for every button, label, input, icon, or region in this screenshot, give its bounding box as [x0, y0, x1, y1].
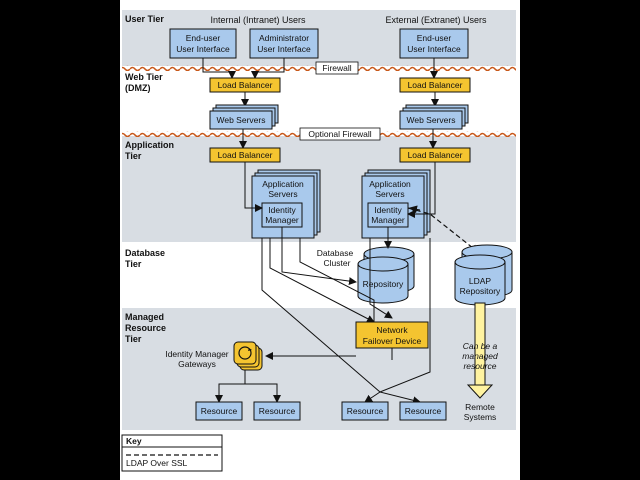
network-failover-line1: Network [376, 325, 408, 335]
app-servers-internal-line2: Servers [268, 189, 297, 199]
web-servers-external: Web Servers [399, 104, 469, 130]
tier-label-application-2: Tier [125, 151, 142, 161]
tier-label-database: Database [125, 248, 165, 258]
managed-note-line1: Can be a [463, 341, 498, 351]
database-repository-label: Repository [363, 279, 404, 289]
admin-ui-box: Administrator User Interface [249, 28, 319, 59]
resource-3: Resource [341, 401, 389, 421]
gateways-line2: Gateways [178, 359, 216, 369]
gateways-line1: Identity Manager [165, 349, 228, 359]
app-servers-internal: Application Servers Identity Manager [251, 169, 321, 239]
tier-label-user: User Tier [125, 14, 164, 24]
external-users-heading: External (Extranet) Users [385, 15, 487, 25]
line-idm-external-to-failover [369, 238, 393, 319]
ldap-repository: LDAP Repository [454, 244, 513, 306]
identity-manager-external-line2: Manager [371, 215, 405, 225]
legend-ldap-label: LDAP Over SSL [126, 458, 188, 468]
tier-label-resource: Resource [125, 323, 166, 333]
line-idm-internal-to-failover-2 [299, 238, 375, 322]
arrow-gateway-to-resource-1 [215, 370, 246, 403]
ldap-repository-line1: LDAP [469, 276, 492, 286]
managed-resource-arrow [466, 302, 494, 399]
app-servers-external: Application Servers Identity Manager [361, 169, 431, 239]
arrow-gateway-to-resource-2 [245, 383, 281, 403]
resource-3-label: Resource [347, 406, 384, 416]
identity-manager-gateways [233, 341, 263, 371]
gateway-cycle-icon [238, 346, 252, 360]
web-load-balancer-internal: Load Balancer [209, 77, 281, 93]
enduser-ui-line2: User Interface [176, 44, 230, 54]
arrow-applb-to-idm-internal [244, 162, 263, 212]
arrow-enduser-to-lb [202, 58, 236, 79]
tier-label-tier: Tier [125, 334, 142, 344]
database-tier-band [122, 242, 516, 308]
admin-ui-line2: User Interface [257, 44, 311, 54]
internal-users-heading: Internal (Intranet) Users [210, 15, 306, 25]
resource-1: Resource [195, 401, 243, 421]
resource-2: Resource [253, 401, 301, 421]
resource-2-label: Resource [259, 406, 296, 416]
legend-key: Key LDAP Over SSL [121, 434, 223, 472]
tier-label-web-dmz: (DMZ) [125, 83, 151, 93]
firewall-label-box [315, 61, 359, 75]
tier-label-web: Web Tier [125, 72, 163, 82]
arrow-to-resource-4 [379, 391, 421, 405]
firewall-label: Firewall [322, 63, 351, 73]
app-servers-external-line2: Servers [375, 189, 404, 199]
managed-resource-tier-band [122, 308, 516, 430]
web-servers-internal: Web Servers [209, 104, 279, 130]
tier-label-managed: Managed [125, 312, 164, 322]
ext-enduser-ui-line2: User Interface [407, 44, 461, 54]
enduser-ui-box: End-user User Interface [169, 28, 237, 59]
enduser-ui-line1: End-user [186, 33, 221, 43]
managed-note-line2: managed [462, 351, 498, 361]
identity-manager-external-line1: Identity [374, 205, 402, 215]
web-servers-external-label: Web Servers [407, 115, 456, 125]
arrow-admin-to-lb [251, 58, 285, 79]
remote-systems-line1: Remote [465, 402, 495, 412]
line-idm-internal-to-failover [269, 238, 375, 323]
web-load-balancer-external: Load Balancer [399, 77, 471, 93]
database-cluster-line1: Database [317, 248, 354, 258]
database-cluster: Repository [357, 246, 415, 304]
app-load-balancer-external: Load Balancer [399, 147, 471, 163]
app-servers-internal-line1: Application [262, 179, 304, 189]
web-servers-internal-label: Web Servers [217, 115, 266, 125]
ldap-return-arrowhead [409, 205, 421, 214]
resource-4-label: Resource [405, 406, 442, 416]
identity-manager-external [367, 202, 409, 228]
app-servers-external-line1: Application [369, 179, 411, 189]
ext-enduser-ui-line1: End-user [417, 33, 452, 43]
identity-manager-internal-line2: Manager [265, 215, 299, 225]
app-lb-internal-label: Load Balancer [218, 150, 273, 160]
database-cluster-line2: Cluster [324, 258, 351, 268]
resource-4: Resource [399, 401, 447, 421]
arrow-idm-internal-to-db [281, 227, 357, 286]
network-failover-device: Network Failover Device [355, 321, 429, 349]
tier-label-application: Application [125, 140, 174, 150]
network-failover-line2: Failover Device [363, 336, 422, 346]
ldap-repository-line2: Repository [460, 286, 501, 296]
legend-title: Key [126, 436, 142, 446]
remote-systems-line2: Systems [464, 412, 497, 422]
optional-firewall-label-box [299, 127, 381, 141]
identity-manager-internal-line1: Identity [268, 205, 296, 215]
web-lb-internal-label: Load Balancer [218, 80, 273, 90]
admin-ui-line1: Administrator [259, 33, 309, 43]
managed-note-line3: resource [463, 361, 496, 371]
app-lb-external-label: Load Balancer [408, 150, 463, 160]
line-idm-internal-to-resources [261, 238, 381, 393]
app-load-balancer-internal: Load Balancer [209, 147, 281, 163]
web-lb-external-label: Load Balancer [408, 80, 463, 90]
ext-enduser-ui-box: End-user User Interface [399, 28, 469, 59]
arrow-to-resource-3 [364, 391, 381, 403]
optional-firewall-label: Optional Firewall [308, 129, 371, 139]
line-idm-external-to-resources [379, 238, 431, 393]
resource-1-label: Resource [201, 406, 238, 416]
arrow-applb-to-idm-external [407, 162, 436, 218]
tier-label-database-2: Tier [125, 259, 142, 269]
